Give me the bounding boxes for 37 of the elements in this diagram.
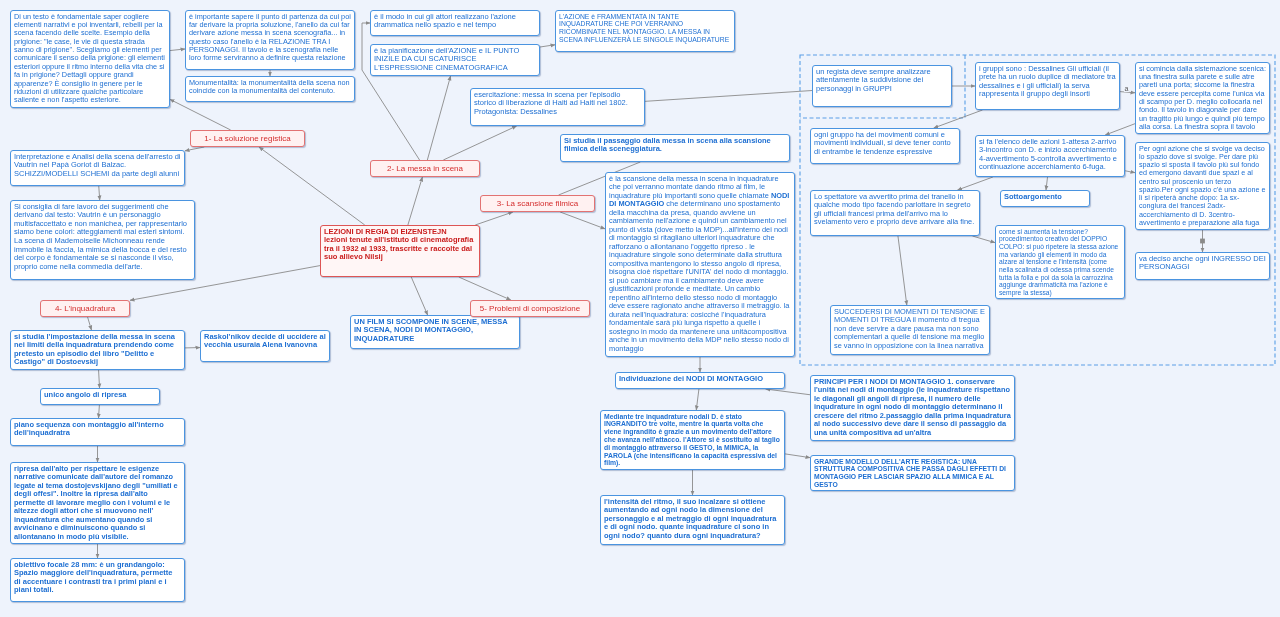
topic-box xyxy=(370,10,540,36)
topic-box xyxy=(600,495,785,545)
topic-box xyxy=(10,418,185,446)
branch-topic-box xyxy=(480,195,595,212)
topic-box xyxy=(10,150,185,186)
branch-topic-box xyxy=(370,160,480,177)
topic-box xyxy=(470,88,645,126)
topic-box xyxy=(975,135,1125,177)
topic-box xyxy=(40,388,160,405)
topic-box xyxy=(555,10,735,52)
topic-box xyxy=(615,372,785,389)
topic-box xyxy=(350,315,520,349)
topic-text: 4- L'inquadratura xyxy=(53,303,117,314)
topic-box xyxy=(200,330,330,362)
connector-arrow xyxy=(268,69,272,77)
topic-box xyxy=(1135,252,1270,280)
topic-text: 2- La messa in scena xyxy=(385,163,464,174)
topic-box xyxy=(1000,190,1090,207)
topic-box xyxy=(185,76,355,102)
topic-box xyxy=(975,62,1120,110)
topic-box xyxy=(810,190,980,236)
topic-box xyxy=(810,455,1015,491)
topic-box xyxy=(560,134,790,162)
topic-text: 3- La scansione filmica xyxy=(495,198,580,209)
topic-box xyxy=(370,44,540,76)
branch-topic-box xyxy=(470,300,590,317)
topic-text: 5- Problemi di composizione xyxy=(478,303,582,314)
topic-box xyxy=(812,65,952,107)
topic-box xyxy=(10,558,185,602)
topic-box xyxy=(185,10,355,70)
topic-box xyxy=(10,200,195,280)
branch-topic-box xyxy=(40,300,130,317)
topic-box xyxy=(10,330,185,370)
central-topic-box xyxy=(320,225,480,277)
branch-topic-box xyxy=(190,130,305,147)
topic-box xyxy=(810,128,960,164)
topic-text: 1- La soluzione registica xyxy=(203,133,292,144)
